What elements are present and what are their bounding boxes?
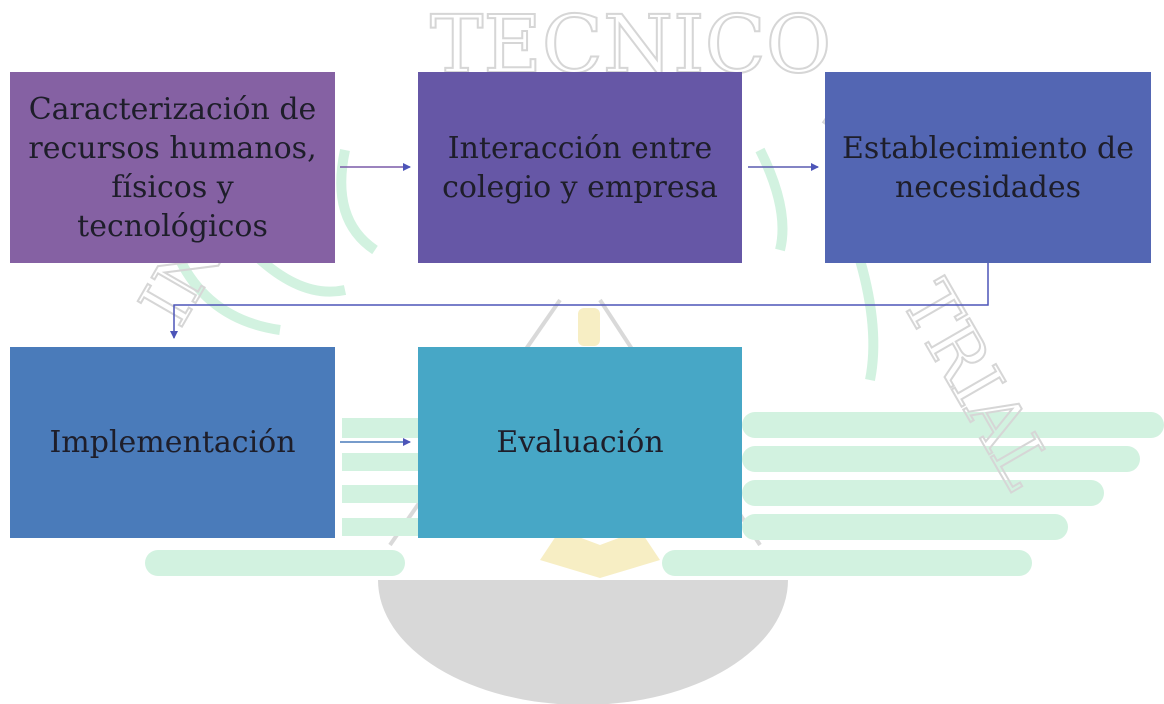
step-label: Interacción entre colegio y empresa [442,130,718,205]
step-label: Establecimiento de necesidades [842,130,1134,205]
step-evaluacion: Evaluación [418,347,742,538]
step-establecimiento: Establecimiento de necesidades [825,72,1151,263]
emblem-book [540,308,660,578]
emblem-wing-right [662,412,1164,576]
step-label: Caracterización de recursos humanos, fís… [28,91,317,244]
step-caracterizacion: Caracterización de recursos humanos, fís… [10,72,335,263]
step-label: Evaluación [496,425,664,460]
emblem-wing-left [145,418,422,576]
step-label: Implementación [49,425,296,460]
step-implementacion: Implementación [10,347,335,538]
arrow-step-3-to-4 [170,263,989,339]
step-interaccion: Interacción entre colegio y empresa [418,72,742,263]
